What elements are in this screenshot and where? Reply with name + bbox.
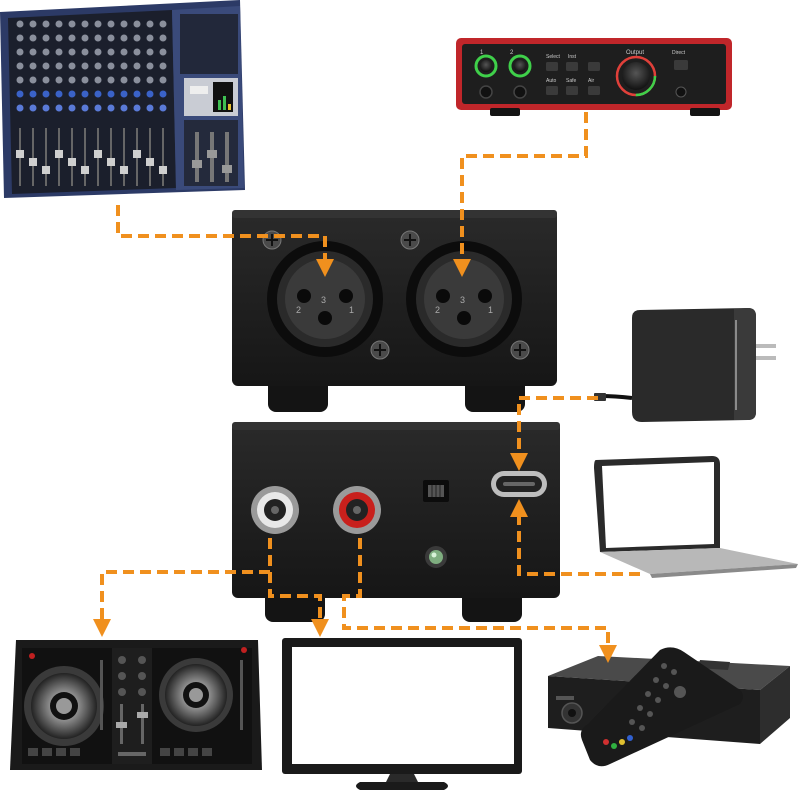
- rca-output-box-icon: [232, 422, 560, 622]
- remote-control-icon: [580, 647, 743, 767]
- rca-to-set-top-box-line: [342, 538, 617, 663]
- xlr-right-pin-c: 1: [488, 305, 493, 315]
- rca-to-dj-controller-line: [93, 538, 272, 637]
- mixer-channel-strip: [159, 20, 167, 186]
- usb-power-adapter-icon: [594, 308, 776, 422]
- input-1-label: 1: [480, 50, 484, 56]
- xlr-left-pin-a: 2: [296, 305, 301, 315]
- mixer-channel-strip: [120, 20, 128, 186]
- output-label: Output: [626, 50, 644, 56]
- dj-controller-icon: [10, 640, 262, 770]
- laptop-icon: [594, 456, 798, 578]
- mixer-channel-strip: [133, 20, 141, 186]
- mixer-channel-strip: [146, 20, 154, 186]
- xlr-left-pin-c: 1: [349, 305, 354, 315]
- interface-to-xlr-right-line: [453, 112, 588, 277]
- audio-interface-icon: 1 2 Select Inst Auto Safe Air Output Dir…: [456, 38, 732, 116]
- mixer-channel-strip: [16, 20, 24, 186]
- jog-wheel-right: [159, 658, 233, 732]
- mixer-channel-strip: [81, 20, 89, 186]
- mixer-icon: [0, 0, 245, 198]
- xlr-right-pin-a: 2: [435, 305, 440, 315]
- laptop-to-usb-line: [510, 499, 640, 576]
- air-label: Air: [588, 78, 594, 84]
- mixer-channel-strip: [55, 20, 63, 186]
- ground-lift-switch-icon: [423, 480, 449, 502]
- rca-to-monitor-line: [268, 572, 329, 637]
- jog-wheel-left: [24, 666, 104, 746]
- xlr-jack-left: 2 3 1: [267, 241, 383, 357]
- mixer-channel-strip: [29, 20, 37, 186]
- mixer-channel-strip: [94, 20, 102, 186]
- rca-jack-red: [333, 486, 381, 534]
- direct-label: Direct: [672, 50, 686, 56]
- mixer-channel-strip: [107, 20, 115, 186]
- mixer-channel-strip: [68, 20, 76, 186]
- input-2-label: 2: [510, 50, 514, 56]
- xlr-left-pin-b: 3: [321, 295, 326, 305]
- xlr-jack-right: 2 3 1: [406, 241, 522, 357]
- inst-label: Inst: [568, 54, 577, 60]
- connection-lines: [93, 112, 640, 663]
- select-label: Select: [546, 54, 561, 60]
- adapter-to-usb-line: [510, 396, 598, 471]
- xlr-input-box-icon: 2 3 1 2 3 1: [232, 210, 557, 412]
- power-led-icon: [425, 546, 447, 568]
- auto-label: Auto: [546, 78, 557, 84]
- safe-label: Safe: [566, 78, 577, 84]
- usb-c-port-icon: [491, 471, 547, 497]
- rca-jack-white: [251, 486, 299, 534]
- mixer-channel-strip: [42, 20, 50, 186]
- xlr-right-pin-b: 3: [460, 295, 465, 305]
- monitor-icon: [282, 638, 522, 790]
